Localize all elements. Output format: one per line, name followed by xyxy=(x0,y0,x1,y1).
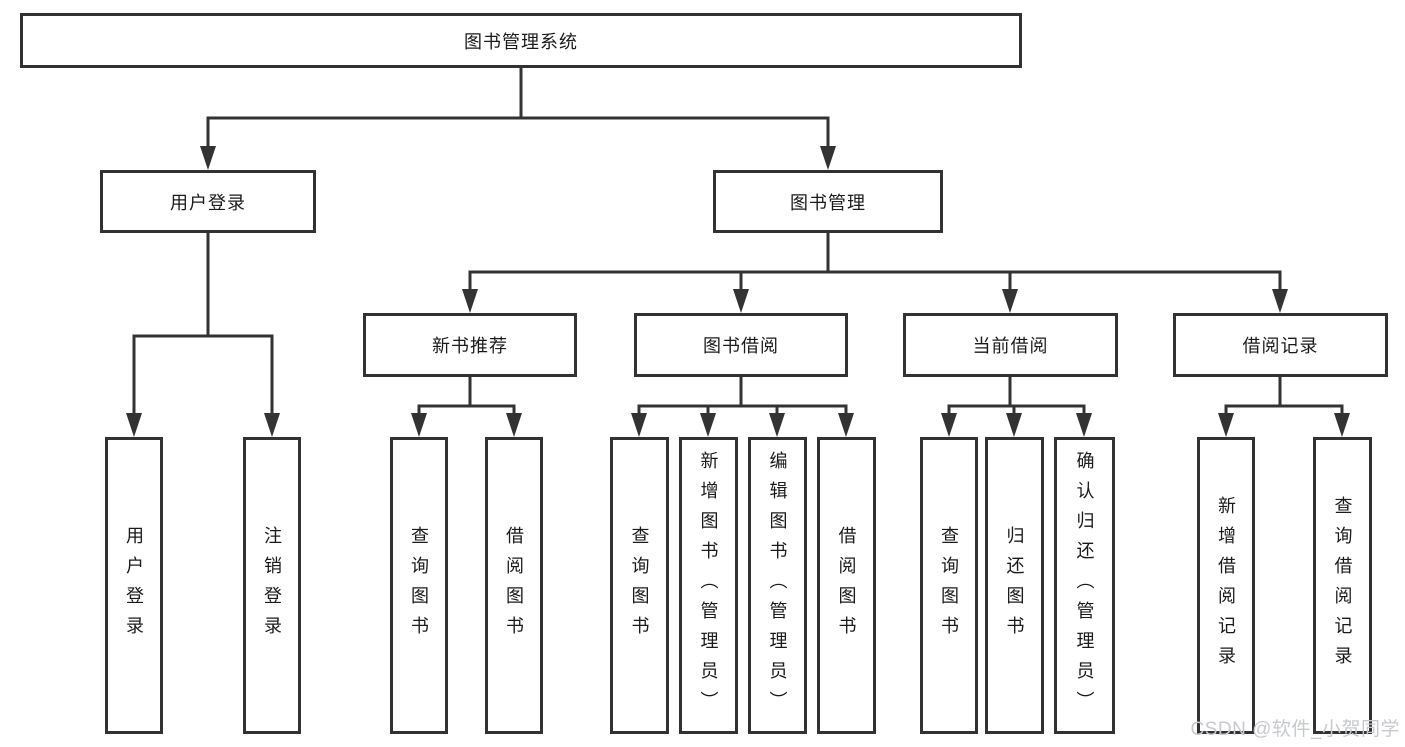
connector-current-borrow-to-leaves xyxy=(941,373,1092,437)
node-book-borrow: 图书借阅 xyxy=(634,313,848,377)
leaf-query-books-recommend: 查询图书 xyxy=(390,437,448,734)
arrowhead xyxy=(631,413,647,437)
leaf-return-books: 归还图书 xyxy=(985,437,1044,734)
arrowhead xyxy=(700,413,716,437)
arrowhead xyxy=(941,413,957,437)
leaf-query-books-current-label: 查询图书 xyxy=(939,525,959,646)
arrowhead xyxy=(838,413,854,437)
arrowhead xyxy=(769,413,785,437)
connector-new-book-recommend-to-leaves xyxy=(411,373,522,437)
leaf-borrow-books-recommend: 借阅图书 xyxy=(485,437,543,734)
leaf-logout-label: 注销登录 xyxy=(262,525,282,646)
leaf-query-books-recommend-label: 查询图书 xyxy=(409,525,429,646)
leaf-edit-books-admin-label: 编辑图书（管理员） xyxy=(767,450,788,721)
arrowhead xyxy=(462,289,478,313)
leaf-query-books-borrow-label: 查询图书 xyxy=(629,525,650,646)
connector-book-borrow-to-leaves xyxy=(631,373,854,437)
arrowhead xyxy=(264,413,280,437)
node-borrow-records: 借阅记录 xyxy=(1173,313,1388,377)
leaf-borrow-books: 借阅图书 xyxy=(817,437,876,734)
leaf-query-books-current: 查询图书 xyxy=(920,437,978,734)
leaf-logout: 注销登录 xyxy=(243,437,301,734)
connector-user-login-to-leaves xyxy=(126,229,280,437)
leaf-query-borrow-record: 查询借阅记录 xyxy=(1313,437,1372,734)
node-root: 图书管理系统 xyxy=(20,13,1022,68)
arrowhead xyxy=(820,146,836,170)
leaf-add-books-admin: 新增图书（管理员） xyxy=(679,437,738,734)
node-new-book-recommend: 新书推荐 xyxy=(363,313,577,377)
arrowhead xyxy=(1334,413,1350,437)
arrowhead xyxy=(411,413,427,437)
arrowhead xyxy=(1272,289,1288,313)
arrowhead xyxy=(733,289,749,313)
node-root-label: 图书管理系统 xyxy=(464,31,578,52)
connector-borrow-records-to-leaves xyxy=(1218,373,1350,437)
watermark: CSDN @软件_小贺同学 xyxy=(1190,719,1400,740)
node-user-login: 用户登录 xyxy=(100,170,316,233)
arrowhead xyxy=(1006,413,1022,437)
leaf-return-books-label: 归还图书 xyxy=(1004,525,1025,646)
leaf-user-login-label: 用户登录 xyxy=(124,525,144,646)
node-current-borrow: 当前借阅 xyxy=(903,313,1118,377)
node-new-book-recommend-label: 新书推荐 xyxy=(432,336,508,356)
leaf-borrow-books-label: 借阅图书 xyxy=(836,525,857,646)
arrowhead xyxy=(1002,289,1018,313)
node-borrow-records-label: 借阅记录 xyxy=(1242,336,1319,356)
leaf-add-borrow-record-label: 新增借阅记录 xyxy=(1216,495,1236,676)
arrowhead xyxy=(126,413,142,437)
arrowhead xyxy=(1218,413,1234,437)
leaf-add-borrow-record: 新增借阅记录 xyxy=(1197,437,1255,734)
leaf-query-borrow-record-label: 查询借阅记录 xyxy=(1332,495,1353,676)
node-book-management-label: 图书管理 xyxy=(790,192,866,213)
leaf-query-books-borrow: 查询图书 xyxy=(610,437,669,734)
leaf-add-books-admin-label: 新增图书（管理员） xyxy=(698,450,719,721)
connector-book-management-to-level3 xyxy=(462,229,1288,313)
arrowhead xyxy=(506,413,522,437)
node-user-login-label: 用户登录 xyxy=(170,192,246,213)
node-book-borrow-label: 图书借阅 xyxy=(703,336,779,356)
arrowhead xyxy=(200,146,216,170)
node-current-borrow-label: 当前借阅 xyxy=(972,336,1049,356)
arrowhead xyxy=(1076,413,1092,437)
leaf-confirm-return-admin-label: 确认归还（管理员） xyxy=(1074,450,1095,721)
node-book-management: 图书管理 xyxy=(713,170,943,233)
connector-root-to-level2 xyxy=(200,64,836,170)
leaf-edit-books-admin: 编辑图书（管理员） xyxy=(748,437,807,734)
leaf-user-login: 用户登录 xyxy=(105,437,163,734)
leaf-confirm-return-admin: 确认归还（管理员） xyxy=(1054,437,1115,734)
leaf-borrow-books-recommend-label: 借阅图书 xyxy=(504,525,524,646)
